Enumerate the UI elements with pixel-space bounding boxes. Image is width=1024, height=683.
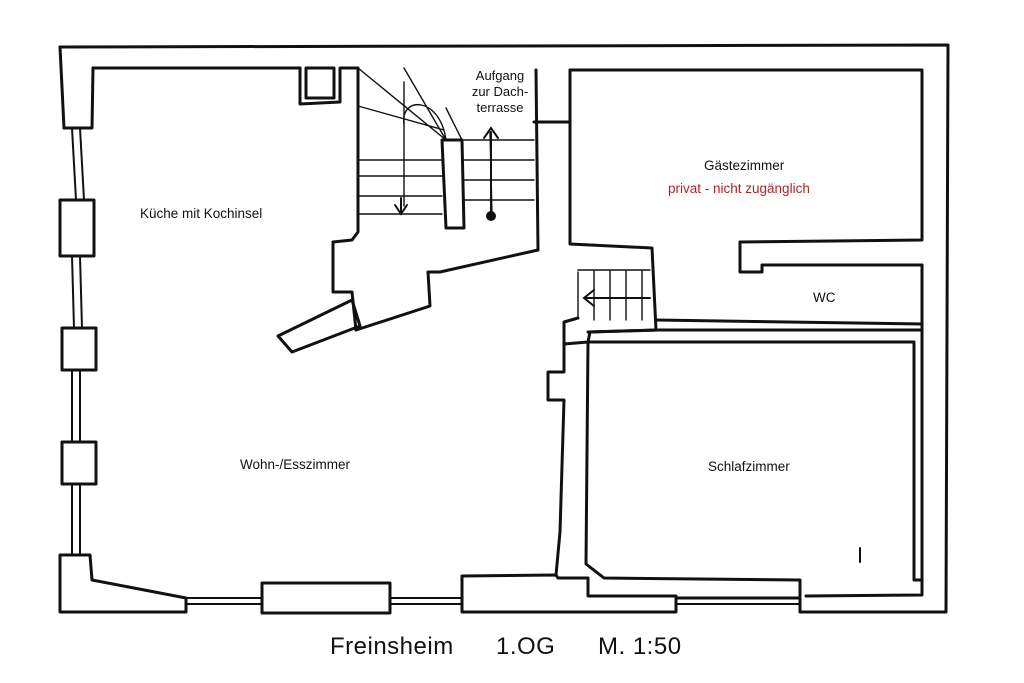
south-middle-wall — [460, 573, 678, 614]
stair-landing-wall — [276, 298, 362, 354]
north-inner-wall-right — [568, 68, 924, 244]
stair-treads-upper-left — [357, 81, 443, 215]
caption-place: Freinsheim — [330, 633, 454, 660]
bedroom-wall — [586, 328, 924, 582]
stair-label-line-2: zur Dach- — [471, 84, 529, 99]
south-west-corner — [58, 553, 188, 614]
bedroom-west-wall — [546, 342, 566, 577]
stair-winders — [357, 67, 463, 141]
stair-divider — [440, 138, 466, 230]
chimney-shaft — [304, 66, 336, 100]
stair-lower-arrow — [582, 289, 651, 307]
wc-wall-lower — [586, 318, 924, 334]
room-label-guest: Gästezimmer — [704, 158, 785, 173]
right-outer-inner-wall — [804, 263, 924, 598]
west-wall-segment — [79, 255, 83, 329]
room-label-living: Wohn-/Esszimmer — [240, 457, 351, 472]
stair-label-line-3: terrasse — [476, 100, 524, 115]
room-label-wc: WC — [813, 290, 836, 305]
stair-right-wall — [534, 68, 540, 252]
room-label-kitchen: Küche mit Kochinsel — [140, 206, 263, 221]
window-south-1 — [260, 581, 392, 615]
stair-direction-arrow-down — [394, 197, 408, 216]
wc-wall — [738, 240, 924, 274]
stair-treads-upper-right — [463, 131, 535, 217]
stair-block-wall — [298, 66, 360, 332]
window-west-3 — [60, 440, 98, 486]
window-west-1 — [58, 198, 96, 258]
window-west-2 — [60, 326, 98, 372]
stair-well-lower — [354, 248, 540, 332]
caption-scale: M. 1:50 — [598, 633, 682, 660]
west-wall-segment — [71, 255, 75, 329]
west-wall-segment — [71, 127, 77, 201]
inner-outer-wall — [58, 45, 95, 130]
stair-label: Aufgang zur Dach- terrasse — [455, 68, 545, 116]
room-note-guest: privat - nicht zugänglich — [668, 181, 810, 196]
stair-direction-dot — [486, 211, 496, 221]
caption-floor: 1.OG — [496, 633, 556, 660]
stair-label-line-1: Aufgang — [475, 68, 525, 83]
room-label-bedroom: Schlafzimmer — [708, 459, 790, 474]
west-wall-segment — [79, 127, 85, 201]
stair-direction-arrow — [483, 126, 499, 213]
stair-treads-lower — [577, 269, 651, 321]
bedroom-inner-west — [584, 340, 802, 598]
